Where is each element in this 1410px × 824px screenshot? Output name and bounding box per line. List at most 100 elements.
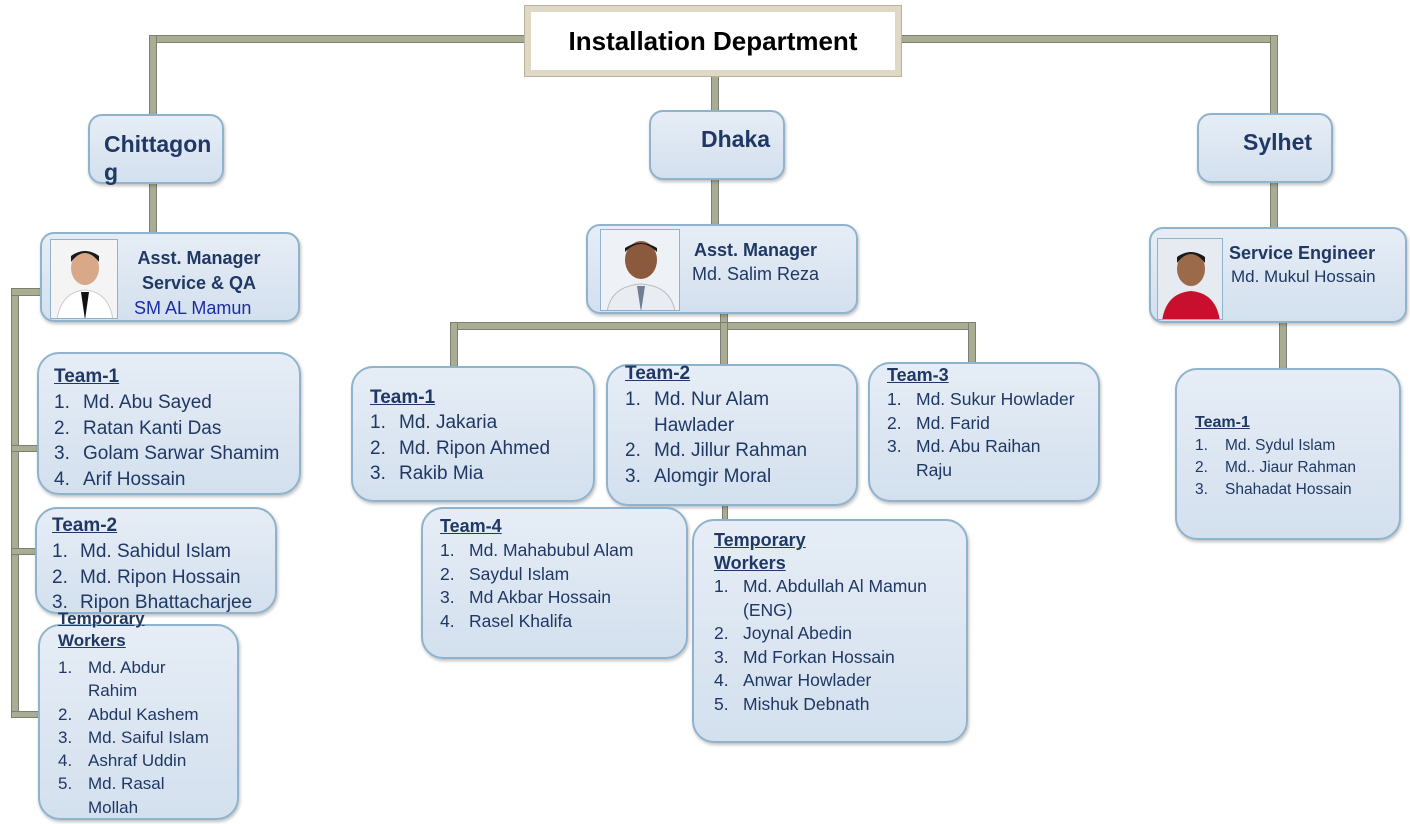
member-name: Md. Saiful Islam: [88, 727, 209, 747]
member-list: 1.Md. Abu Sayed 2.Ratan Kanti Das 3.Gola…: [54, 390, 279, 492]
connector-dhaka-team3: [968, 322, 976, 366]
member-name: Md. Abdur Rahim: [88, 658, 166, 701]
connector-dhaka-down: [711, 74, 719, 112]
connector-dhaka-bus: [450, 322, 976, 330]
member-name: Md. Ripon Ahmed: [399, 437, 551, 459]
list-item: 4.Anwar Howlader: [714, 669, 927, 693]
dhaka-team3: Team-3 1.Md. Sukur Howlader 2.Md. Farid …: [868, 362, 1100, 502]
member-name: Golam Sarwar Shamim: [83, 443, 280, 464]
member-name: Md. Jakaria: [399, 412, 498, 433]
dhaka-temporary-workers: Temporary Workers 1.Md. Abdullah Al Mamu…: [692, 519, 968, 743]
dhaka-team2: Team-2 1.Md. Nur Alam Hawlader 2.Md. Jil…: [606, 363, 858, 506]
list-item: 1.Md. Abdullah Al Mamun (ENG): [714, 575, 927, 622]
member-name: Saydul Islam: [469, 563, 570, 584]
member-list: 1.Md. Abdur Rahim 2.Abdul Kashem 3.Md. S…: [58, 656, 209, 819]
member-name: Md Akbar Hossain: [469, 587, 612, 607]
connector-sylhet-down: [1270, 35, 1278, 115]
list-item: 2.Md. Jillur Rahman: [625, 438, 807, 464]
connector-chittagong-bus-top: [11, 288, 41, 296]
list-item: 2.Ratan Kanti Das: [54, 416, 279, 442]
member-name: Alomgir Moral: [654, 465, 772, 487]
list-item: 2.Saydul Islam: [440, 563, 633, 587]
list-item: 4.Ashraf Uddin: [58, 749, 209, 772]
member-name: Md.. Jiaur Rahman: [1225, 459, 1356, 476]
connector-top-right: [897, 35, 1277, 43]
sylhet-team1: Team-1 1.Md. Sydul Islam 2.Md.. Jiaur Ra…: [1175, 368, 1401, 540]
manager-sylhet-position: Service Engineer: [1229, 243, 1376, 263]
member-name: Md. Jillur Rahman: [654, 440, 808, 461]
member-name: Joynal Abedin: [743, 623, 852, 643]
list-item: 3.Shahadat Hossain: [1195, 479, 1356, 501]
member-name: Md Forkan Hossain: [743, 646, 895, 667]
connector-chittagong-temp: [11, 711, 41, 718]
manager-chittagong-photo: [50, 239, 118, 319]
list-item: 3.Alomgir Moral: [625, 464, 807, 490]
member-name: Md. Abu Sayed: [83, 392, 212, 413]
connector-chittagong-team2: [11, 548, 37, 555]
chittagong-temporary-workers: 1.Md. Abdur Rahim 2.Abdul Kashem 3.Md. S…: [38, 624, 239, 820]
member-name: Md. Abdullah Al Mamun (ENG): [743, 576, 927, 620]
member-list: 1.Md. Mahabubul Alam 2.Saydul Islam 3.Md…: [440, 539, 633, 633]
member-name: Shahadat Hossain: [1225, 481, 1352, 498]
list-item: 1.Md. Mahabubul Alam: [440, 539, 633, 563]
list-item: 3.Md Forkan Hossain: [714, 646, 927, 670]
member-name: Ratan Kanti Das: [83, 417, 222, 439]
list-item: 1.Md. Sukur Howlader: [887, 388, 1075, 412]
list-item: 3.Golam Sarwar Shamim: [54, 441, 279, 467]
manager-dhaka-position: Asst. Manager: [694, 240, 818, 260]
list-item: 3.Ripon Bhattacharjee: [52, 590, 252, 616]
location-chittagong-label: Chittagon g: [104, 131, 212, 185]
list-item: 2.Md. Ripon Hossain: [52, 565, 252, 591]
member-name: Md. Sydul Islam: [1225, 437, 1336, 454]
connector-chittagong-bus: [11, 288, 19, 718]
chittagong-team1: Team-1 1.Md. Abu Sayed 2.Ratan Kanti Das…: [37, 352, 301, 495]
connector-sylhet-team1: [1279, 320, 1287, 370]
list-item: 3.Md Akbar Hossain: [440, 586, 633, 610]
team-label: Team-2: [52, 515, 118, 536]
manager-dhaka-photo: [600, 229, 680, 311]
member-name: Abdul Kashem: [88, 704, 199, 724]
list-item: 3.Md. Abu Raihan Raju: [887, 435, 1075, 482]
dhaka-team4: Team-4 1.Md. Mahabubul Alam 2.Saydul Isl…: [421, 507, 688, 659]
member-name: Md. Sukur Howlader: [916, 389, 1075, 409]
list-item: 1.Md. Sahidul Islam: [52, 539, 252, 565]
manager-chittagong-position: Asst. Manager Service & QA: [137, 248, 261, 293]
department-title: Installation Department: [524, 5, 902, 77]
member-list: 1.Md. Jakaria 2.Md. Ripon Ahmed 3.Rakib …: [370, 410, 550, 487]
location-sylhet: Sylhet: [1197, 113, 1333, 183]
location-dhaka-label: Dhaka: [701, 126, 771, 152]
team-label: Team-1: [54, 366, 120, 387]
member-list: 1.Md. Sukur Howlader 2.Md. Farid 3.Md. A…: [887, 388, 1075, 482]
member-name: Arif Hossain: [83, 468, 186, 490]
manager-chittagong: Asst. Manager Service & QA SM AL Mamun: [40, 232, 300, 322]
connector-dhaka-team1: [450, 322, 458, 368]
location-dhaka: Dhaka: [649, 110, 785, 180]
member-name: Md. Farid: [916, 412, 990, 433]
member-name: Mishuk Debnath: [743, 693, 870, 714]
manager-sylhet-photo: [1157, 238, 1223, 320]
member-name: Ashraf Uddin: [88, 751, 187, 771]
member-list: 1.Md. Sahidul Islam 2.Md. Ripon Hossain …: [52, 539, 252, 616]
list-item: 1.Md. Sydul Islam: [1195, 435, 1356, 457]
list-item: 5.Md. Rasal Mollah: [58, 772, 209, 819]
member-name: Ripon Bhattacharjee: [80, 592, 253, 613]
list-item: 4.Arif Hossain: [54, 467, 279, 493]
list-item: 1.Md. Jakaria: [370, 410, 550, 436]
member-name: Rakib Mia: [399, 463, 484, 484]
connector-sylhet-manager: [1270, 180, 1278, 228]
manager-sylhet-name: Md. Mukul Hossain: [1231, 267, 1376, 286]
dhaka-team1: Team-1 1.Md. Jakaria 2.Md. Ripon Ahmed 3…: [351, 366, 595, 502]
member-list: 1.Md. Nur Alam Hawlader 2.Md. Jillur Rah…: [625, 387, 807, 489]
member-name: Md. Ripon Hossain: [80, 566, 241, 588]
member-name: Md. Mahabubul Alam: [469, 540, 634, 560]
list-item: 4.Rasel Khalifa: [440, 610, 633, 634]
chittagong-team2: Team-2 1.Md. Sahidul Islam 2.Md. Ripon H…: [35, 507, 277, 614]
list-item: 2.Md. Ripon Ahmed: [370, 436, 550, 462]
list-item: 1.Md. Nur Alam Hawlader: [625, 387, 807, 438]
member-name: Anwar Howlader: [743, 670, 872, 690]
team-label: Team-1: [1195, 414, 1250, 431]
list-item: 1.Md. Abu Sayed: [54, 390, 279, 416]
department-title-text: Installation Department: [568, 25, 858, 56]
location-sylhet-label: Sylhet: [1243, 129, 1313, 155]
connector-top-left: [150, 35, 530, 43]
